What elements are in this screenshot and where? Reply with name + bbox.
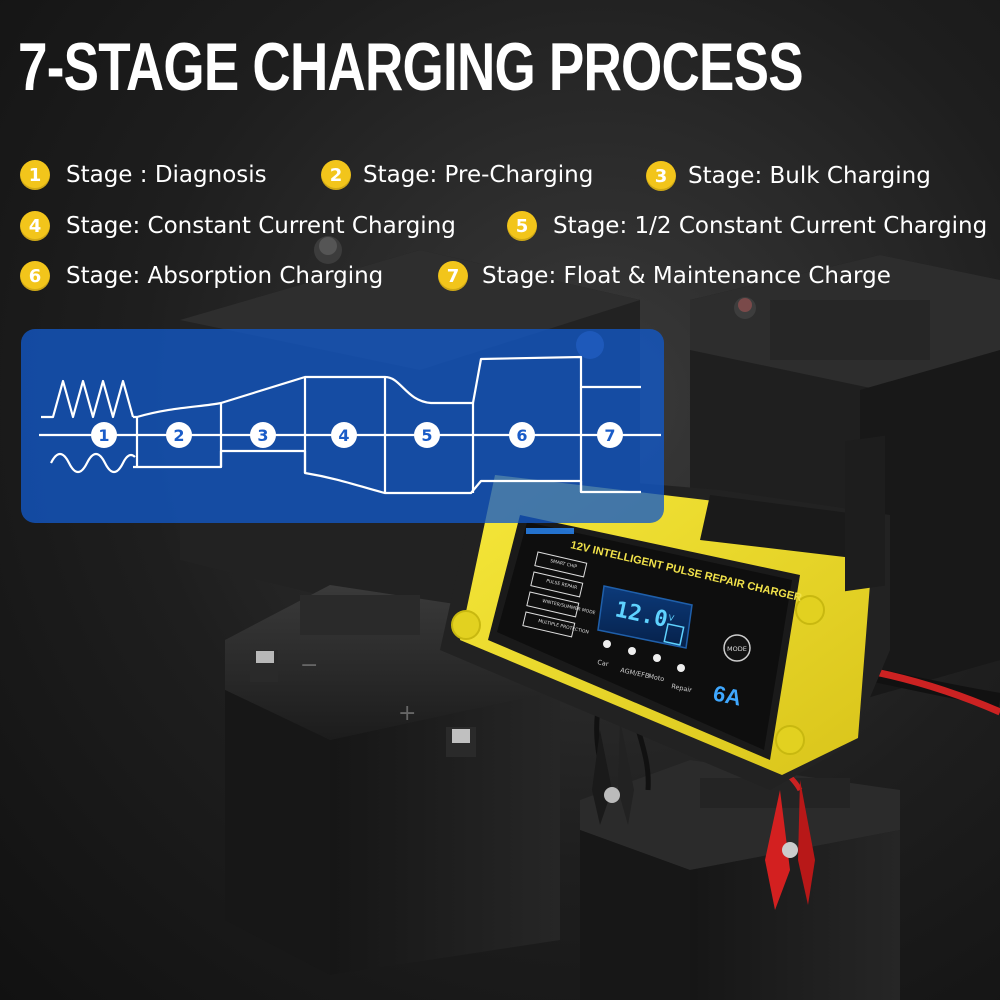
battery-level-icon <box>663 623 685 646</box>
black-clamp <box>592 720 634 825</box>
mode-button[interactable] <box>723 634 751 662</box>
charging-stage-diagram: 1 2 3 4 5 6 7 <box>21 329 664 523</box>
stage-number-badge: 7 <box>438 261 468 291</box>
charger-device: 12V INTELLIGENT PULSE REPAIR CHARGER SMA… <box>440 435 890 790</box>
stage-item-4: 4 Stage: Constant Current Charging <box>20 211 456 241</box>
stage-item-1: 1 Stage : Diagnosis <box>20 160 267 190</box>
stage-label: Stage: 1/2 Constant Current Charging <box>553 213 988 239</box>
mode-label-car: Car <box>597 658 610 668</box>
stage-item-7: 7 Stage: Float & Maintenance Charge <box>438 261 891 291</box>
stage-label: Stage: Pre-Charging <box>363 162 594 188</box>
stage-number-badge: 1 <box>20 160 50 190</box>
sine-wave <box>50 452 136 474</box>
mode-led-agm <box>628 647 636 655</box>
stage-label: Stage : Diagnosis <box>66 162 267 188</box>
mode-led-repair <box>677 664 685 672</box>
stage-number-badge: 2 <box>321 160 351 190</box>
pulse-wave <box>41 379 135 419</box>
diagram-label-3: 3 <box>250 422 276 448</box>
stage-item-3: 3 Stage: Bulk Charging <box>646 161 931 191</box>
diagram-label-7: 7 <box>597 422 623 448</box>
stage-item-6: 6 Stage: Absorption Charging <box>20 261 383 291</box>
page-title: 7-STAGE CHARGING PROCESS <box>18 29 804 105</box>
stage-label: Stage: Float & Maintenance Charge <box>482 263 891 289</box>
stage-label: Stage: Bulk Charging <box>688 163 931 189</box>
diagram-label-4: 4 <box>331 422 357 448</box>
stage-item-5: 5 Stage: 1/2 Constant Current Charging <box>507 211 987 241</box>
stage-label: Stage: Constant Current Charging <box>66 213 456 239</box>
stage-label: Stage: Absorption Charging <box>66 263 384 289</box>
mode-label-moto: Moto <box>648 672 665 683</box>
red-clamp <box>765 780 815 910</box>
stage-number-badge: 5 <box>507 211 537 241</box>
mode-button-label: MODE <box>727 645 747 653</box>
stage-number-badge: 4 <box>20 211 50 241</box>
battery-front-right <box>580 760 900 1000</box>
lower-profile <box>137 449 641 495</box>
diagram-label-6: 6 <box>509 422 535 448</box>
stage-number-badge: 6 <box>20 261 50 291</box>
diagram-label-1: 1 <box>91 422 117 448</box>
plus-mark: + <box>398 701 416 726</box>
stage-number-badge: 3 <box>646 161 676 191</box>
upper-profile <box>136 355 641 419</box>
stage-item-2: 2 Stage: Pre-Charging <box>321 160 593 190</box>
lcd-unit: V <box>668 613 676 623</box>
mode-led-car <box>603 640 611 648</box>
mode-led-moto <box>653 654 661 662</box>
diagram-label-2: 2 <box>166 422 192 448</box>
current-rating: 6A <box>711 680 744 710</box>
diagram-label-5: 5 <box>414 422 440 448</box>
lcd-screen <box>597 585 693 649</box>
minus-mark: − <box>300 653 318 678</box>
